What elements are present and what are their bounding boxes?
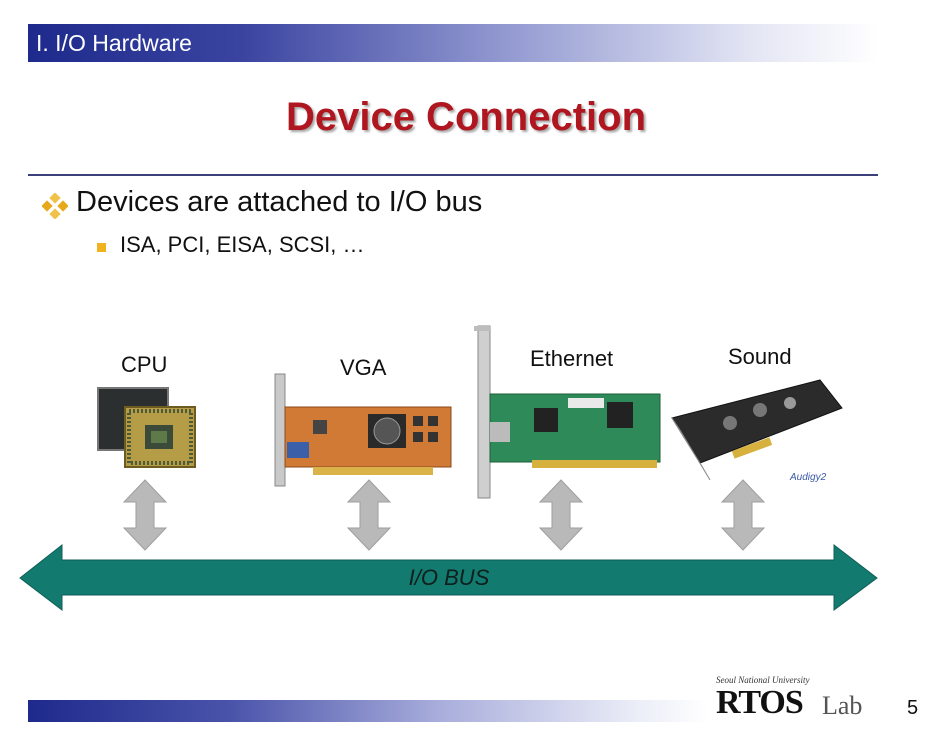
connector-arrow-cpu [122,479,168,551]
bullet-sub: ISA, PCI, EISA, SCSI, … [120,232,365,257]
section-header-bar [28,24,878,62]
svg-text:Audigy2: Audigy2 [789,472,827,483]
device-label-vga: VGA [340,355,387,380]
cpu-chip-image [97,387,196,468]
bullet-main: Devices are attached to I/O bus [76,186,483,218]
logo-lab-text: Lab [822,691,863,720]
logo-subtitle: Seoul National University [716,675,810,685]
device-label-sound: Sound [728,344,792,369]
device-label-ethernet: Ethernet [530,346,614,371]
diamond-bullet-icon [42,193,68,219]
footer-bar [28,700,708,722]
sound-card-image: Audigy2 [671,379,843,483]
io-bus-arrow [19,543,878,612]
section-title: I. I/O Hardware [36,30,192,56]
device-label-cpu: CPU [121,352,168,377]
vga-card-image [274,373,452,487]
rtos-logo: RTOS [716,684,804,721]
connector-arrow-ethernet [538,479,584,551]
title-divider [28,174,878,176]
page-number: 5 [907,697,919,719]
io-bus-label: I/O BUS [408,565,490,590]
square-bullet-icon [97,243,106,252]
slide-title: Device Connection [285,95,647,139]
connector-arrow-sound [720,479,766,551]
connector-arrow-vga [346,479,392,551]
ethernet-card-image [474,325,661,499]
